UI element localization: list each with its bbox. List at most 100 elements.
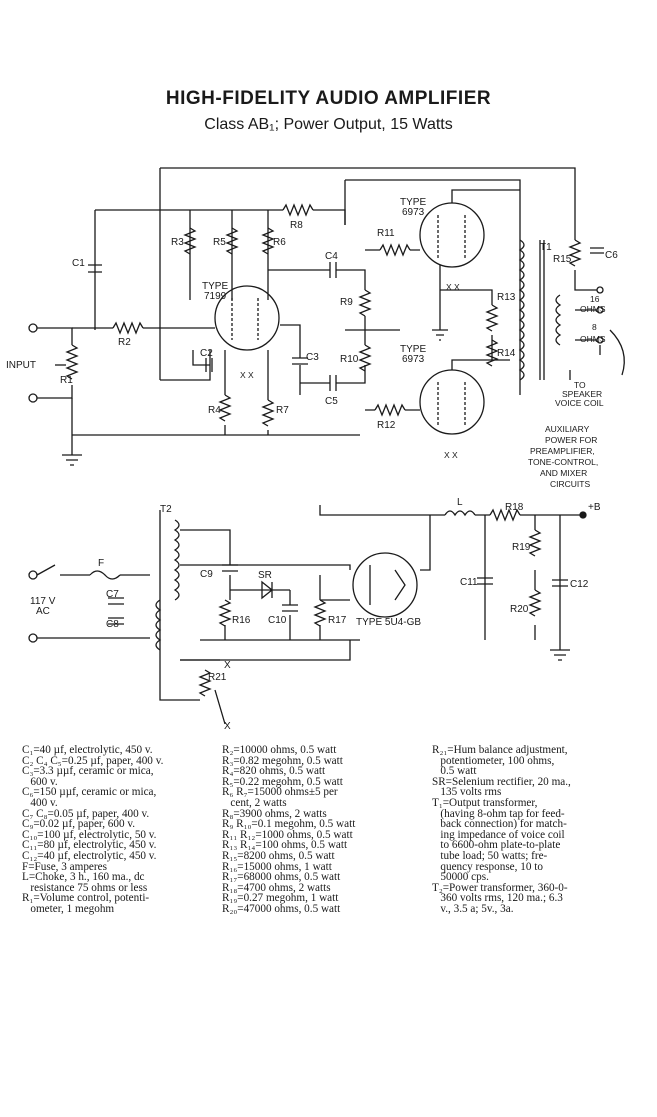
- label-c5: C5: [325, 396, 338, 407]
- parts-line: 50000 cps.: [432, 871, 489, 884]
- parts-line: to 6600-ohm plate-to-plate: [432, 839, 561, 852]
- label-c4: C4: [325, 251, 338, 262]
- diagram-subtitle: Class AB₁; Power Output, 15 Watts: [204, 116, 453, 133]
- r1-potentiometer: [65, 344, 79, 380]
- r21-potentiometer: [198, 669, 212, 697]
- parts-line: (having 8-ohm tap for feed-: [432, 807, 565, 820]
- t2-power-transformer: [173, 519, 180, 601]
- parts-line: 0.5 watt: [432, 765, 477, 778]
- label-t1: T1: [540, 242, 552, 253]
- label-r7: R7: [276, 405, 289, 416]
- parts-line: R₁₃ R₁₄=100 ohms, 0.5 watt: [222, 839, 348, 852]
- parts-line: back connection) for match-: [432, 818, 567, 831]
- r7-resistor: [261, 399, 275, 427]
- label-r19: R19: [512, 542, 531, 553]
- label-r11: R11: [377, 228, 395, 239]
- label-bplus: +B: [588, 502, 601, 513]
- parts-list-col2: R₂=10000 ohms, 0.5 watt R₃=0.82 megohm, …: [222, 745, 355, 915]
- tube-7199: [214, 285, 280, 351]
- parts-line: 135 volts rms: [432, 786, 502, 799]
- r18-resistor: [489, 508, 521, 522]
- r12-resistor: [374, 403, 406, 417]
- c3-capacitor: [292, 357, 308, 365]
- parts-line: R₂₁=Hum balance adjustment,: [432, 744, 568, 756]
- label-ohms-a: OHMS: [580, 304, 606, 314]
- label-tube-7199: 7199: [204, 291, 227, 302]
- label-xx-3: X X: [444, 450, 458, 460]
- label-type-7199: TYPE: [202, 281, 228, 292]
- label-type-6973-b: TYPE: [400, 344, 426, 355]
- r13-resistor: [485, 304, 499, 332]
- t1-output-transformer: [518, 239, 525, 381]
- parts-line: R₁₅=8200 ohms, 0.5 watt: [222, 849, 335, 862]
- label-r6: R6: [273, 237, 286, 248]
- label-c8: C8: [106, 619, 119, 630]
- c7-capacitor: [108, 597, 124, 605]
- parts-line: T₂=Power transformer, 360-0-: [432, 881, 568, 894]
- label-c12: C12: [570, 579, 589, 590]
- parts-line: R₉ R₁₀=0.1 megohm, 0.5 watt: [222, 818, 356, 831]
- r6-resistor: [261, 227, 275, 255]
- parts-line: potentiometer, 100 ohms,: [432, 754, 555, 767]
- label-speaker-2: VOICE COIL: [555, 398, 604, 408]
- label-r18: R18: [505, 502, 524, 513]
- r10-resistor: [358, 344, 372, 372]
- label-r8: R8: [290, 220, 303, 231]
- parts-line: quency response, 10 to: [432, 860, 543, 873]
- parts-line: R₈=3900 ohms, 2 watts: [222, 807, 327, 820]
- label-c6: C6: [605, 250, 618, 261]
- label-r1: R1: [60, 375, 73, 386]
- label-l: L: [457, 497, 463, 508]
- r11-resistor: [379, 243, 411, 257]
- parts-line: ing impedance of voice coil: [432, 828, 565, 841]
- parts-line: R₃=0.82 megohm, 0.5 watt: [222, 754, 343, 767]
- r3-resistor: [183, 227, 197, 255]
- parts-line: C₆=150 µµf, ceramic or mica,: [22, 786, 157, 799]
- parts-line: R₁₁ R₁₂=1000 ohms, 0.5 watt: [222, 828, 353, 841]
- tube-5u4gb: [352, 552, 418, 618]
- label-x-b: X: [224, 721, 231, 732]
- label-r20: R20: [510, 604, 529, 615]
- parts-line: R₆ R₇=15000 ohms±5 per: [222, 786, 338, 799]
- parts-line: 400 v.: [22, 796, 58, 809]
- label-c2: C2: [200, 348, 213, 359]
- parts-line: R₄=820 ohms, 0.5 watt: [222, 765, 326, 778]
- label-r17: R17: [328, 615, 347, 626]
- parts-line: v., 3.5 a; 5v., 3a.: [432, 902, 514, 915]
- r16-resistor: [218, 599, 232, 627]
- parts-line: C₁₂=40 µf, electrolytic, 450 v.: [22, 849, 157, 862]
- label-r15: R15: [553, 254, 572, 265]
- label-type-6973-a: TYPE: [400, 197, 426, 208]
- label-r3: R3: [171, 237, 184, 248]
- r9-resistor: [358, 289, 372, 317]
- r2-resistor: [112, 321, 144, 335]
- label-r2: R2: [118, 337, 131, 348]
- label-8: 8: [592, 322, 597, 332]
- label-speaker-1: SPEAKER: [562, 389, 602, 399]
- c11-capacitor: [477, 577, 493, 585]
- r19-resistor: [528, 529, 542, 557]
- parts-line: C₁₁=80 µf, electrolytic, 450 v.: [22, 839, 157, 852]
- label-c1: C1: [72, 258, 85, 269]
- parts-line: C₉=0.02 µf, paper, 600 v.: [22, 818, 136, 831]
- label-r12: R12: [377, 420, 396, 431]
- c5-capacitor: [329, 375, 337, 391]
- label-x-a: X: [224, 660, 231, 671]
- parts-line: R₁=Volume control, potenti-: [22, 892, 150, 905]
- label-c10: C10: [268, 615, 287, 626]
- parts-line: R₂₀=47000 ohms, 0.5 watt: [222, 902, 341, 915]
- label-r16: R16: [232, 615, 251, 626]
- fuse-f: [89, 570, 121, 580]
- c9-capacitor: [222, 564, 238, 572]
- parts-line: tube load; 50 watts; fre-: [432, 849, 548, 862]
- c8-capacitor: [108, 617, 124, 625]
- choke-l: [444, 510, 476, 517]
- parts-line: C₁=40 µf, electrolytic, 450 v.: [22, 744, 153, 756]
- parts-line: R₅=0.22 megohm, 0.5 watt: [222, 775, 343, 788]
- parts-line: R₁₇=68000 ohms, 0.5 watt: [222, 871, 341, 884]
- label-sr: SR: [258, 570, 272, 581]
- label-aux-5: CIRCUITS: [550, 479, 590, 489]
- label-xx-1: X X: [240, 370, 254, 380]
- label-aux-2: PREAMPLIFIER,: [530, 446, 595, 456]
